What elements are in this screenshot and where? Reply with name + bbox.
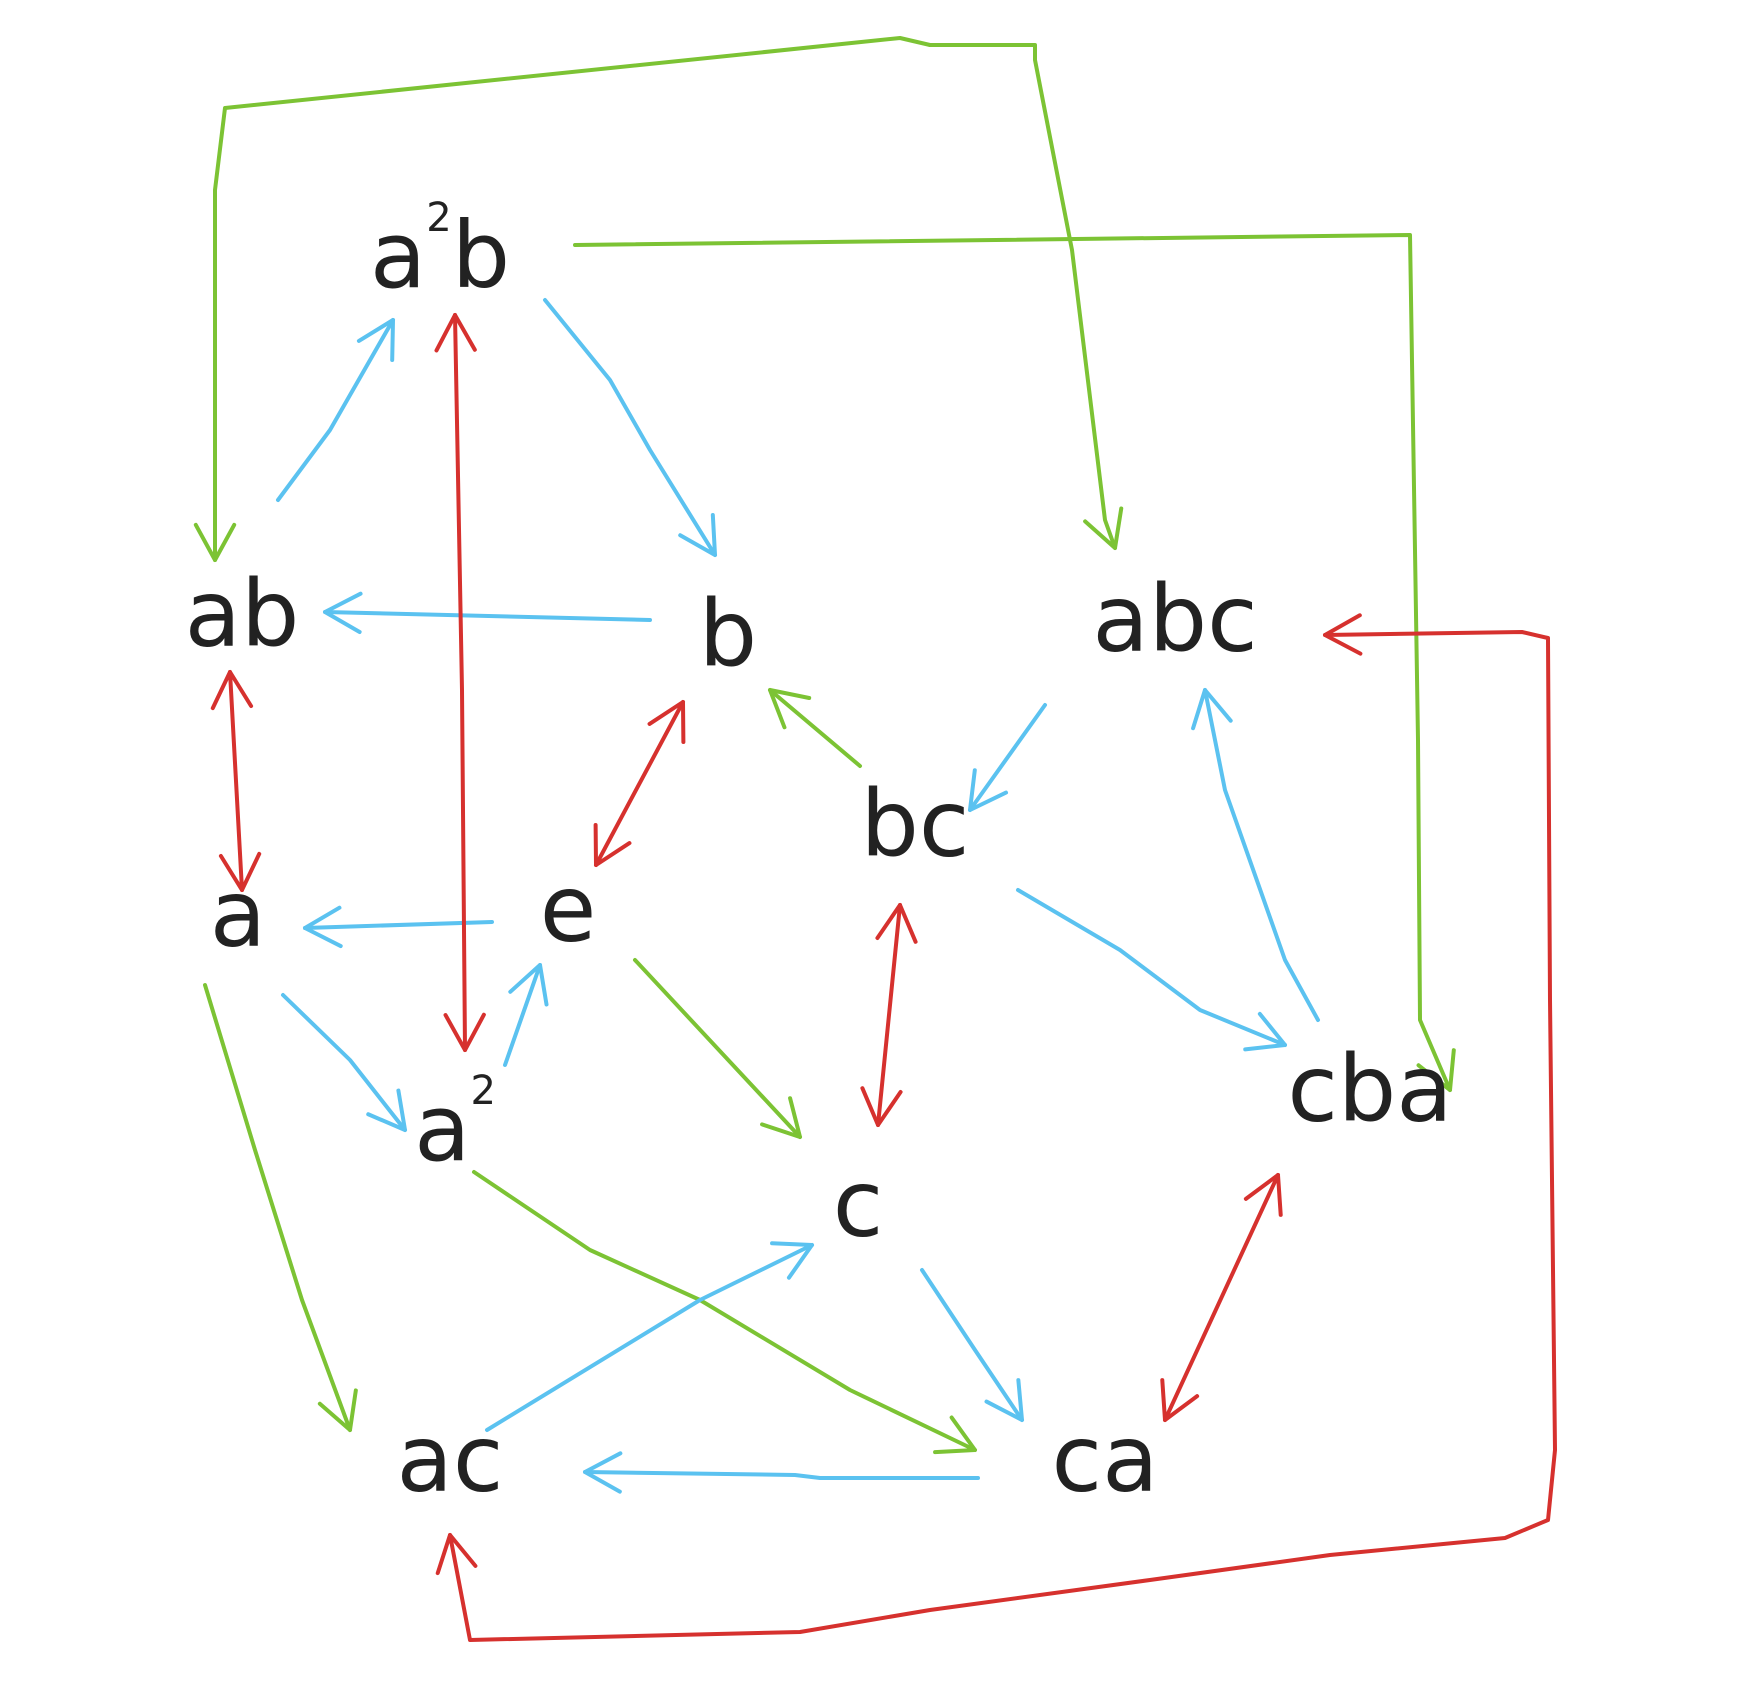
edge-green-e-to-c-arrowhead — [760, 1096, 802, 1139]
node-a2-base: a — [414, 1075, 470, 1182]
edge-red-cba-to-ca-arrowhead — [1160, 1378, 1200, 1422]
edges-layer — [193, 36, 1557, 1642]
node-ac: ac — [397, 1405, 504, 1512]
edge-green-a2-to-ca-arrowhead — [933, 1415, 977, 1455]
edge-blue-a-to-a2-arrowhead — [366, 1088, 407, 1132]
edge-blue-e-to-a-arrowhead — [303, 905, 343, 949]
node-ca: ca — [1052, 1405, 1159, 1512]
edge-red-a2b-to-a2 — [453, 313, 467, 1052]
node-a2: a2 — [414, 1068, 496, 1182]
node-a2b: a2b — [370, 195, 510, 309]
edge-green-a-to-ac-arrowhead — [317, 1388, 358, 1432]
node-c: c — [833, 1150, 884, 1257]
edge-blue-abc-to-bc — [968, 703, 1047, 812]
edge-green-a2-to-ca — [472, 1170, 977, 1452]
node-abc: abc — [1092, 565, 1257, 672]
edge-red-a2b-to-a2-arrowhead — [443, 1012, 486, 1052]
edge-red-e-to-b-arrowhead-start — [593, 823, 632, 867]
edge-blue-a2b-to-b-arrowhead — [678, 513, 717, 557]
node-a2-exponent: 2 — [470, 1068, 495, 1114]
node-b: b — [699, 580, 757, 687]
edge-blue-abc-to-bc-arrowhead — [968, 768, 1009, 812]
edge-green-bc-to-b-arrowhead — [768, 688, 812, 730]
edge-blue-cba-to-abc — [1203, 688, 1320, 1022]
edge-green-a-to-ac — [203, 983, 352, 1432]
edge-green-e-to-c — [633, 958, 802, 1139]
edge-blue-bc-to-cba-arrowhead — [1243, 1011, 1287, 1052]
edge-blue-b-to-ab-arrowhead — [323, 591, 363, 635]
node-bc: bc — [861, 770, 970, 877]
edge-red-abc-to-ac-arrowhead-start — [1323, 613, 1363, 656]
node-e: e — [540, 855, 597, 962]
edge-red-e-to-b — [594, 700, 685, 867]
edge-blue-ac-to-c-arrowhead — [770, 1241, 814, 1280]
edge-blue-ac-to-c — [485, 1243, 814, 1432]
edge-red-bc-to-c-arrowhead — [860, 1086, 903, 1127]
edge-red-abc-to-ac — [448, 630, 1557, 1642]
edge-blue-c-to-ca — [920, 1268, 1024, 1422]
edge-red-e-to-b-arrowhead — [647, 700, 686, 744]
edge-red-ab-to-a-arrowhead — [218, 851, 262, 892]
edge-red-ab-to-a-arrowhead-start — [210, 670, 254, 711]
node-a: a — [210, 860, 266, 967]
edge-green-a2b-to-abc — [928, 43, 1117, 550]
edge-blue-a-to-a2 — [281, 993, 407, 1132]
edge-blue-a2-to-e — [503, 963, 542, 1067]
edge-green-a2b-to-cba-arrowhead — [1416, 1048, 1456, 1092]
edge-green-a2b-to-ab-arrowhead — [193, 522, 237, 562]
edge-blue-ca-to-ac-arrowhead — [583, 1451, 623, 1494]
node-a2b-exponent: 2 — [426, 195, 451, 241]
edge-blue-a2-to-e-arrowhead — [508, 963, 549, 1007]
edge-red-ab-to-a — [228, 670, 244, 892]
edge-red-a2b-to-a2-arrowhead-start — [434, 313, 477, 353]
edge-red-cba-to-ca — [1163, 1173, 1280, 1422]
edge-blue-ca-to-ac — [583, 1470, 980, 1480]
edge-blue-c-to-ca-arrowhead — [984, 1378, 1024, 1422]
edge-red-abc-to-ac-arrowhead — [435, 1533, 478, 1576]
edge-red-bc-to-c-arrowhead-start — [875, 903, 918, 944]
edge-blue-a2b-to-b — [543, 298, 717, 557]
edge-blue-bc-to-cba — [1016, 888, 1287, 1047]
edge-green-a2b-to-ab — [213, 36, 932, 562]
edge-blue-b-to-ab — [323, 610, 652, 622]
edge-green-bc-to-b — [768, 688, 862, 768]
nodes-layer: a2b ab b abc bc a e a2 cba c ac ca — [185, 195, 1453, 1512]
edge-blue-ab-to-a2b-arrowhead — [356, 318, 395, 362]
edge-blue-ab-to-a2b — [276, 318, 395, 502]
edge-green-a2b-to-cba — [573, 233, 1452, 1092]
node-a2b-tail: b — [452, 202, 510, 309]
edge-blue-e-to-a — [303, 920, 494, 930]
edge-red-cba-to-ca-arrowhead-start — [1243, 1173, 1283, 1217]
node-cba: cba — [1287, 1035, 1452, 1142]
edge-red-bc-to-c — [876, 903, 902, 1127]
edge-green-a2b-to-abc-arrowhead — [1083, 506, 1124, 550]
node-a2b-base: a — [370, 202, 426, 309]
edge-blue-cba-to-abc-arrowhead — [1191, 688, 1233, 731]
node-ab: ab — [185, 560, 300, 667]
